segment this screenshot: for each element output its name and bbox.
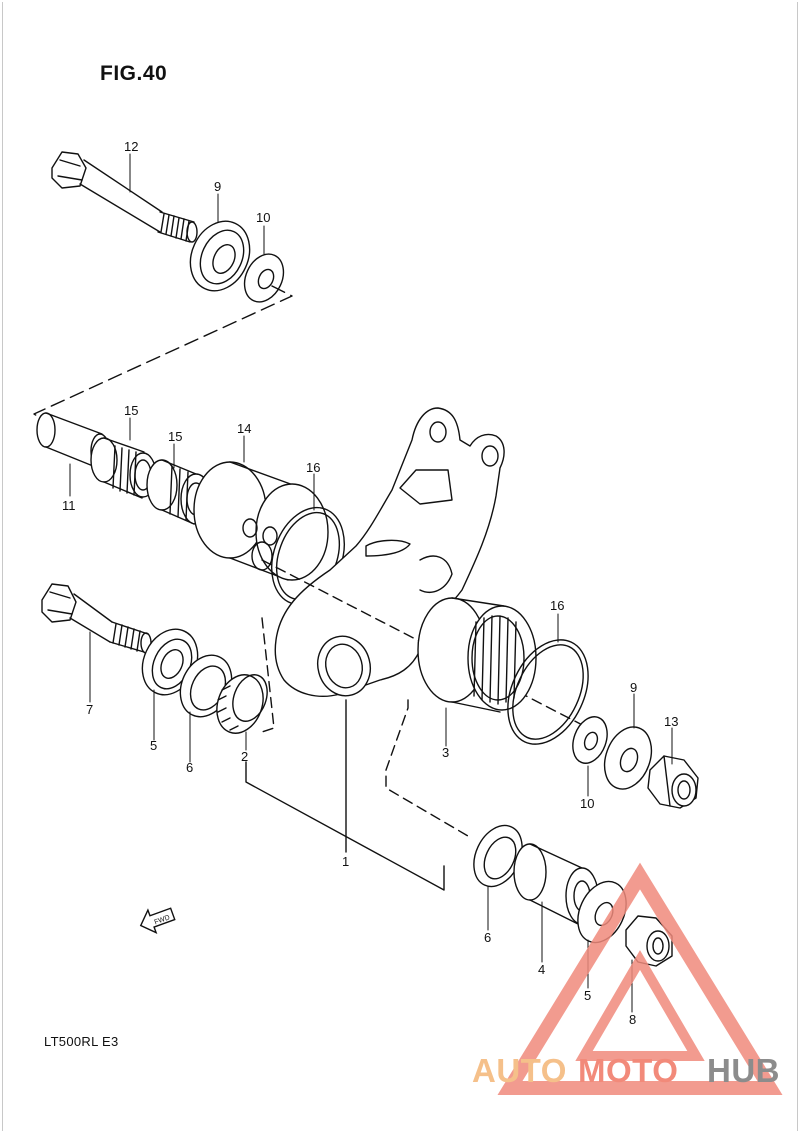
part-label-12: 12 (124, 139, 138, 154)
figure-title: FIG.40 (100, 62, 168, 85)
part-label-7: 7 (86, 702, 93, 717)
housing-14 (193, 461, 329, 581)
assembly-leader-top (33, 285, 293, 421)
part-label-1: 1 (342, 854, 349, 869)
part-label-15-a: 15 (124, 403, 138, 418)
part-label-4: 4 (538, 962, 545, 977)
assembly-axis (261, 559, 597, 733)
part-label-11: 11 (62, 498, 76, 513)
part-label-10-right: 10 (580, 796, 594, 811)
nut-13 (647, 755, 699, 809)
part-label-10-top: 10 (256, 210, 270, 225)
bolt-7 (41, 583, 152, 654)
bolt-12 (51, 151, 198, 243)
part-label-2: 2 (241, 749, 248, 764)
needle-bearing-15a (90, 437, 157, 499)
assembly-leader-bottom (245, 699, 469, 891)
part-label-3: 3 (442, 745, 449, 760)
part-label-14: 14 (237, 421, 251, 436)
washer-9-top (189, 220, 251, 292)
part-labels: 12 9 10 15 15 14 16 11 7 5 6 2 3 16 9 13… (62, 139, 678, 1027)
part-label-16-right: 16 (550, 598, 564, 613)
watermark-word-hub: HUB (707, 1052, 780, 1089)
part-label-9-right: 9 (630, 680, 637, 695)
washer-10-right (572, 716, 608, 764)
part-label-9-top: 9 (214, 179, 221, 194)
washer-9-right (603, 726, 653, 790)
part-label-16-left: 16 (306, 460, 320, 475)
watermark-triangle-icon (497, 862, 783, 1095)
bearing-3 (417, 597, 537, 713)
part-label-8: 8 (629, 1012, 636, 1027)
part-label-6-right: 6 (484, 930, 491, 945)
seal-6-right (473, 824, 523, 888)
nut-8 (625, 915, 673, 967)
washer-10-top (243, 253, 285, 303)
cushion-lever-1 (274, 407, 505, 697)
fwd-arrow-icon: FWD (139, 907, 176, 935)
part-label-5-right: 5 (584, 988, 591, 1003)
part-label-13: 13 (664, 714, 678, 729)
oring-16-right (507, 639, 589, 745)
bearing-2-bracket (261, 617, 275, 733)
watermark-word-auto: AUTO (472, 1052, 567, 1089)
part-label-6-left: 6 (186, 760, 193, 775)
watermark-word-moto: MOTO (578, 1052, 679, 1089)
part-label-5-left: 5 (150, 738, 157, 753)
part-label-15-b: 15 (168, 429, 182, 444)
bearing-2 (216, 674, 268, 734)
model-code: LT500RL E3 (44, 1034, 119, 1049)
